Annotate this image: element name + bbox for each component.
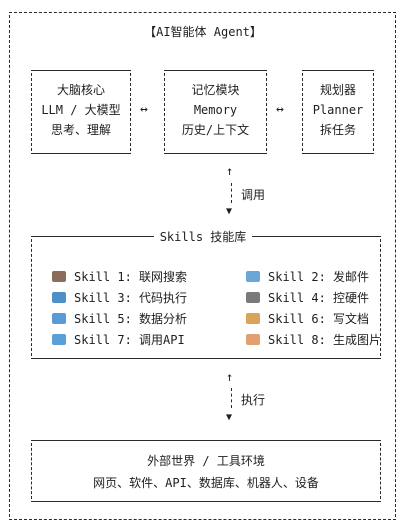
skill-item: Skill 6: 写文档 xyxy=(246,310,369,327)
world-text: 外部世界 / 工具环境 网页、软件、API、数据库、机器人、设备 xyxy=(31,450,381,494)
brain-line-2: LLM / 大模型 xyxy=(41,103,121,117)
mail-icon xyxy=(246,271,260,282)
planner-line-1: 规划器 xyxy=(319,83,356,97)
robot-icon xyxy=(246,292,260,303)
skill-label: Skill 6: 写文档 xyxy=(268,312,370,326)
skills-title: Skills 技能库 xyxy=(153,230,253,244)
planner-line-2: Planner xyxy=(312,103,364,117)
tools-icon xyxy=(52,271,66,282)
brain-line-1: 大脑核心 xyxy=(56,83,105,97)
memory-planner-connector: ↔ xyxy=(276,102,284,117)
memory-text: 记忆模块 Memory 历史/上下文 xyxy=(164,80,267,140)
memory-line-3: 历史/上下文 xyxy=(181,123,250,137)
planner-text: 规划器 Planner 拆任务 xyxy=(302,80,374,140)
planner-box xyxy=(302,70,374,154)
skill-label: Skill 1: 联网搜索 xyxy=(74,270,188,284)
memory-line-1: 记忆模块 xyxy=(191,83,240,97)
agent-outer-frame xyxy=(9,12,396,520)
flow2-line xyxy=(231,388,232,408)
skill-item: Skill 8: 生成图片 xyxy=(246,331,381,348)
chart-icon xyxy=(52,313,66,324)
memory-box xyxy=(164,70,267,154)
skill-item: Skill 7: 调用API xyxy=(52,331,185,348)
flow1-up-arrow: ↑ xyxy=(226,164,234,178)
palette-icon xyxy=(246,334,260,345)
flow1-line xyxy=(231,183,232,203)
flow2-label: 执行 xyxy=(241,393,266,407)
skill-label: Skill 4: 控硬件 xyxy=(268,291,370,305)
globe-icon xyxy=(52,334,66,345)
planner-line-3: 拆任务 xyxy=(319,123,356,137)
world-box xyxy=(31,440,381,502)
skill-label: Skill 8: 生成图片 xyxy=(268,333,382,347)
diagram-title: 【AI智能体 Agent】 xyxy=(144,25,262,39)
brain-line-3: 思考、理解 xyxy=(50,123,111,137)
memo-icon xyxy=(246,313,260,324)
world-line-1: 外部世界 / 工具环境 xyxy=(147,454,265,468)
flow1-label: 调用 xyxy=(241,188,266,202)
flow2-down-arrow: ▼ xyxy=(226,412,233,423)
skill-item: Skill 4: 控硬件 xyxy=(246,289,369,306)
flow2-up-arrow: ↑ xyxy=(226,370,234,384)
skill-item: Skill 2: 发邮件 xyxy=(246,268,369,285)
skill-label: Skill 7: 调用API xyxy=(74,333,185,347)
skills-title-wrap: Skills 技能库 xyxy=(0,228,406,245)
world-line-2: 网页、软件、API、数据库、机器人、设备 xyxy=(93,476,319,490)
skill-label: Skill 5: 数据分析 xyxy=(74,312,188,326)
skill-label: Skill 2: 发邮件 xyxy=(268,270,370,284)
brain-box xyxy=(31,70,131,154)
skill-label: Skill 3: 代码执行 xyxy=(74,291,188,305)
skill-item: Skill 3: 代码执行 xyxy=(52,289,187,306)
skill-item: Skill 5: 数据分析 xyxy=(52,310,187,327)
brain-text: 大脑核心 LLM / 大模型 思考、理解 xyxy=(31,80,131,140)
brain-memory-connector: ↔ xyxy=(140,102,148,117)
memory-line-2: Memory xyxy=(193,103,238,117)
flow1-down-arrow: ▼ xyxy=(226,206,233,217)
skill-item: Skill 1: 联网搜索 xyxy=(52,268,187,285)
laptop-icon xyxy=(52,292,66,303)
